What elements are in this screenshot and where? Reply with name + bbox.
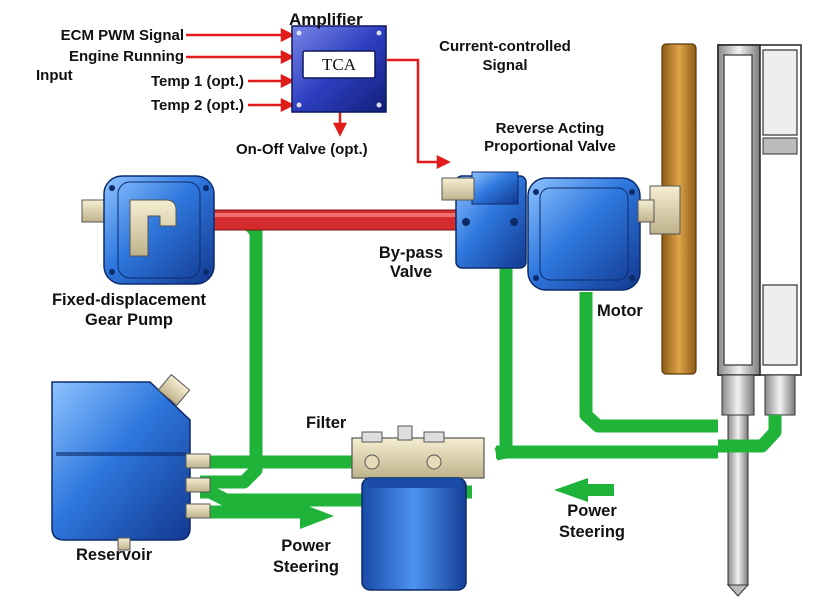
reservoir <box>51 373 211 551</box>
proportional-valve-label-line2: Proportional Valve <box>484 138 616 155</box>
motor-label: Motor <box>597 302 643 320</box>
current-signal-label-line1: Current-controlled <box>439 38 571 55</box>
pump-label-line1: Fixed-displacement <box>51 291 207 309</box>
amplifier-title: Amplifier <box>289 10 363 29</box>
input-ecm-pwm-signal: ECM PWM Signal <box>60 27 184 44</box>
gear-pump <box>81 175 215 285</box>
radiator <box>717 44 802 597</box>
filter-label: Filter <box>306 414 347 432</box>
input-temp-1: Temp 1 (opt.) <box>150 73 244 90</box>
input-label: Input <box>36 67 73 84</box>
signal-arrows <box>186 27 451 170</box>
bypass-valve <box>441 171 527 269</box>
pump-label-line2: Gear Pump <box>84 311 174 329</box>
bypass-valve-label-line2: Valve <box>389 263 433 281</box>
reservoir-label: Reservoir <box>76 546 153 564</box>
power-steering-left-line2: Steering <box>272 558 340 576</box>
filter <box>351 425 485 591</box>
proportional-valve-label-line1: Reverse Acting <box>495 120 605 137</box>
amplifier-box <box>291 25 387 113</box>
tca-module-label: TCA <box>322 55 356 74</box>
fan <box>649 43 697 375</box>
current-signal-label-line2: Signal <box>482 57 528 74</box>
hydraulic-motor <box>527 177 655 291</box>
power-steering-right-line1: Power <box>567 502 617 520</box>
bypass-valve-label-line1: By-pass <box>378 244 444 262</box>
input-engine-running: Engine Running <box>69 48 184 65</box>
power-steering-left-line1: Power <box>281 537 331 555</box>
power-steering-right-line2: Steering <box>558 523 626 541</box>
flow-arrows <box>300 478 614 529</box>
pressure-line <box>195 209 459 231</box>
on-off-valve-label: On-Off Valve (opt.) <box>236 141 368 158</box>
input-temp-2: Temp 2 (opt.) <box>150 97 244 114</box>
